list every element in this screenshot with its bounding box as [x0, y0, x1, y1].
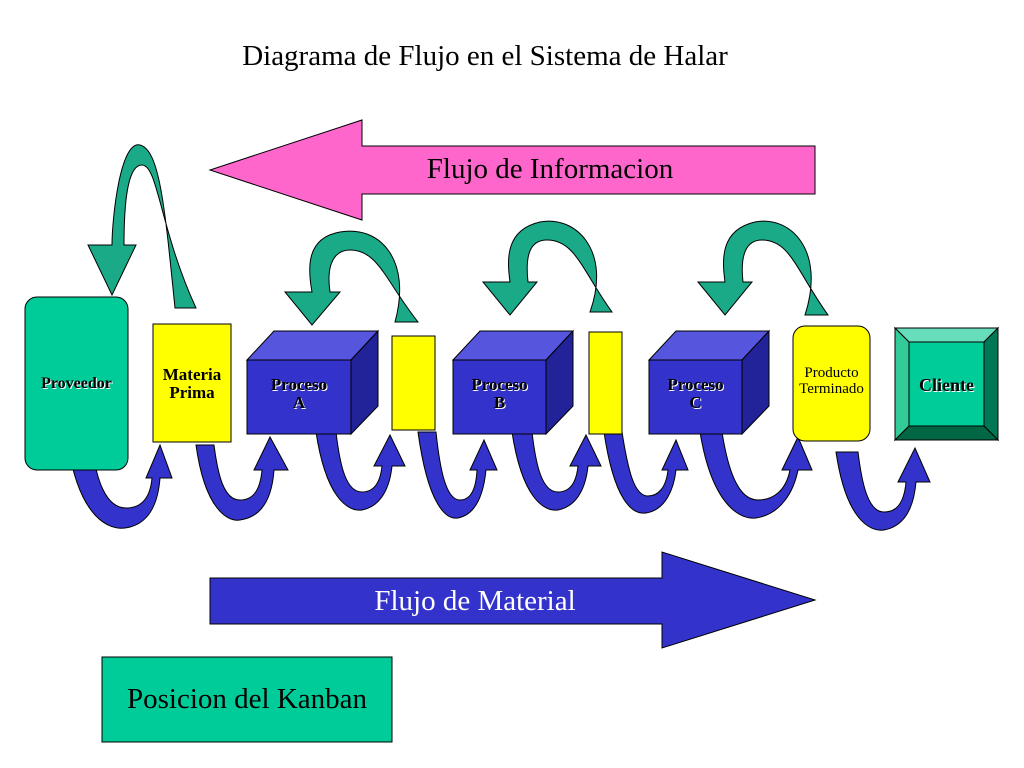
proceso-a-label: Proceso A [247, 376, 351, 412]
information-flow-label: Flujo de Informacion [426, 153, 674, 185]
proceso-b-line2: B [493, 392, 506, 412]
materia-prima-line1: Materia [162, 365, 222, 384]
kanban-legend-label: Posicion del Kanban [126, 683, 367, 715]
u-turn-arrow-icon [195, 435, 289, 521]
proceso-c-label: Proceso C [649, 376, 742, 412]
proceso-b-label: Proceso B [453, 376, 546, 412]
producto-terminado-label: Producto Terminado [785, 365, 878, 398]
u-turn-arrow-icon [417, 431, 498, 519]
proveedor-box [24, 296, 129, 471]
proceso-c-line1: Proceso [667, 375, 724, 394]
proceso-a-cube [245, 329, 380, 436]
material-flow-arrow [209, 551, 817, 649]
proceso-c-cube [647, 329, 771, 436]
u-turn-arrow-icon [835, 446, 931, 531]
u-turn-arrow-icon [511, 431, 602, 511]
diagram-title: Diagrama de Flujo en el Sistema de Halar [242, 40, 728, 72]
proceso-a-line1: Proceso [270, 375, 328, 394]
proceso-a-line2: A [292, 392, 306, 412]
materia-prima-line2: Prima [169, 382, 215, 402]
proceso-b-line1: Proceso [471, 375, 528, 394]
cliente-box [893, 326, 1000, 442]
information-flow-arrow [208, 119, 816, 221]
kanban-slot-box [588, 331, 623, 435]
u-turn-arrow-icon [315, 431, 406, 511]
producto-terminado-line1: Producto [804, 365, 859, 381]
u-turn-arrow-icon [603, 431, 689, 514]
kanban-slot-box [391, 335, 436, 431]
materia-prima-label: Materia Prima [153, 366, 231, 402]
producto-terminado-box [792, 325, 871, 442]
material-flow-label: Flujo de Material [374, 585, 576, 617]
loop-arrow-icon [87, 144, 197, 309]
kanban-legend-box [101, 656, 393, 743]
loop-arrow-icon [696, 220, 829, 316]
proceso-c-line2: C [689, 392, 702, 412]
cliente-label: Cliente [919, 375, 974, 395]
materia-prima-box [152, 323, 232, 443]
loop-arrow-icon [283, 230, 420, 326]
proveedor-label: Proveedor [41, 375, 112, 392]
producto-terminado-line2: Terminado [799, 380, 864, 397]
material-loop-arrows [67, 431, 931, 531]
proceso-b-cube [451, 329, 575, 436]
u-turn-arrow-icon [699, 431, 813, 519]
loop-arrow-icon [481, 220, 613, 316]
pull-loop-arrows [87, 144, 829, 326]
